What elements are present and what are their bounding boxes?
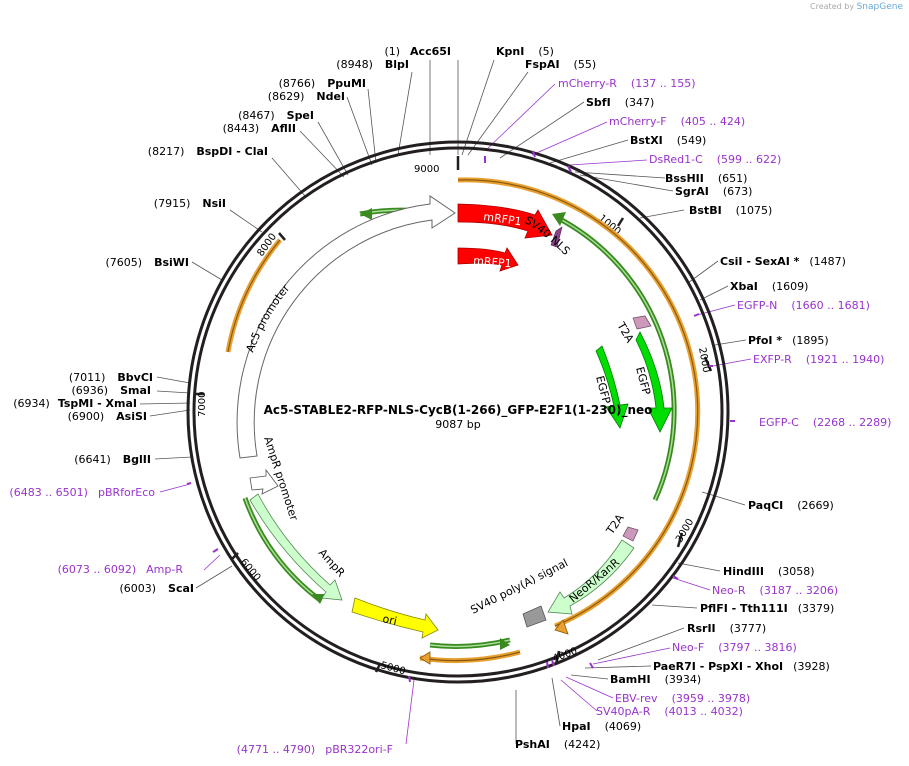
orf-green-arcs [242,207,677,650]
plasmid-size: 9087 bp [435,418,480,431]
site-hpai: HpaI(4069) [562,720,641,733]
t2a-lower-marker [622,526,639,542]
site-paer7i-pspxi-xhoi: PaeR7I - PspXI - XhoI(3928) [653,660,830,673]
site-pflfi-tth111i: PflFI - Tth111I(3379) [700,602,834,615]
site-fspai: FspAI(55) [525,58,596,71]
tick-4000: 4000 [551,646,579,665]
neor-kanr-label: NeoR/KanR [567,556,623,606]
ori-label: ori [381,612,398,628]
primer-neo-r: Neo-R(3187 .. 3206) [712,584,838,597]
mrfp1-arrow-outer [457,203,553,239]
orf-orange-arcs [225,177,701,665]
site-bsiwi: (7605)BsiWI [105,256,189,269]
primer-mcherry-r: mCherry-R(137 .. 155) [558,77,695,90]
sv40-polya-marker [522,605,547,628]
backbone-inner [192,146,724,678]
site-tspmi-xmai: (6934)TspMI - XmaI [13,397,137,410]
backbone-outer [186,140,730,684]
ori-arrow [351,597,439,639]
primer-neo-f: Neo-F(3797 .. 3816) [672,641,797,654]
site-bsshii: BssHII(651) [665,172,747,185]
tick-7000: 7000 [197,392,208,417]
site-sgrai: SgrAI(673) [675,185,752,198]
primer-leader-lines [159,83,752,745]
site-csii-sexai: CsiI - SexAI *(1487) [720,255,846,268]
site-rsrii: RsrII(3777) [687,622,766,635]
mrfp1-arrow-inner [457,247,519,272]
primer-ebv-rev: EBV-rev(3959 .. 3978) [615,692,750,705]
ampr-label: AmpR [316,546,348,579]
site-ppumi: (8766)PpuMI [279,77,366,90]
ampr-arrow [249,493,343,601]
site-spei: (8467)SpeI [238,109,314,122]
egfp-arrow-inner [595,345,629,429]
site-blpi: (8948)BlpI [336,58,409,71]
site-hindiii: HindIII(3058) [723,565,815,578]
credit-prefix: Created by [810,2,855,11]
primer-sv40pa-r: SV40pA-R(4013 .. 4032) [596,705,743,718]
primer-exfp-r: EXFP-R(1921 .. 1940) [753,353,884,366]
tick-9000: 9000 [414,164,439,175]
mrfp1-label-1: mRFP1 [483,210,523,228]
site-bglii: (6641)BglII [74,453,151,466]
t2a-upper-marker [632,315,652,330]
sv40-nls-marker [550,226,563,248]
site-paqci: PaqCI(2669) [748,499,834,512]
site-scai: (6003)ScaI [119,582,194,595]
site-smai: (6936)SmaI [72,384,151,397]
ampr-promoter-arrow [249,468,279,495]
tick-6000: 6000 [238,557,263,584]
mrfp1-label-2: mRFP1 [473,254,512,270]
backbone-ticks [196,156,713,673]
site-kpni: KpnI(5) [496,45,554,58]
egfp-arrow-outer [635,331,673,433]
primer-dsred1-c: DsRed1-C(599 .. 622) [649,153,781,166]
site-asisi: (6900)AsiSI [68,410,147,423]
site-bstxi: BstXI(549) [630,134,706,147]
site-nsii: (7915)NsiI [154,197,226,210]
site-aflii: (8443)AflII [223,122,296,135]
neor-kanr-arrow [547,539,635,615]
site-xbai: XbaI(1609) [730,280,808,293]
site-acc65i: (1)Acc65I [384,45,451,58]
primer-pbrforeco: (6483 .. 6501)pBRforEco [9,486,155,499]
primer-mcherry-f: mCherry-F(405 .. 424) [609,115,745,128]
primer-labels: mCherry-R(137 .. 155) mCherry-F(405 .. 4… [9,77,891,756]
site-pfoi: PfoI *(1895) [748,334,829,347]
primer-marks [186,150,735,683]
ac5-promoter-arrow [236,195,456,459]
primer-egfp-n: EGFP-N(1660 .. 1681) [737,299,870,312]
enzyme-labels-left: (1)Acc65I (8948)BlpI (8766)PpuMI (8629)N… [13,45,451,595]
primer-amp-r: (6073 .. 6092)Amp-R [58,563,184,576]
site-pshai: PshAI(4242) [515,738,600,751]
t2a-lower-label: T2A [603,511,627,537]
primer-pbr322ori-f: (4771 .. 4790)pBR322ori-F [237,743,393,756]
enzyme-labels-right: KpnI(5) FspAI(55) SbfI(347) BstXI(549) B… [496,45,846,751]
snapgene-logo: SnapGene [856,2,903,12]
site-bbvci: (7011)BbvCI [69,371,153,384]
site-ndei: (8629)NdeI [268,90,345,103]
site-bamhi: BamHI(3934) [610,673,701,686]
site-bstbi: BstBI(1075) [689,204,772,217]
site-sbfi: SbfI(347) [586,96,654,109]
snapgene-credit: Created by SnapGene [810,2,903,12]
t2a-upper-label: T2A [614,319,637,345]
tick-2000: 2000 [696,347,711,374]
site-bspdi-clai: (8217)BspDI - ClaI [148,145,268,158]
primer-egfp-c: EGFP-C(2268 .. 2289) [759,416,891,429]
plasmid-name: Ac5-STABLE2-RFP-NLS-CycB(1-266)_GFP-E2F1… [264,403,653,418]
